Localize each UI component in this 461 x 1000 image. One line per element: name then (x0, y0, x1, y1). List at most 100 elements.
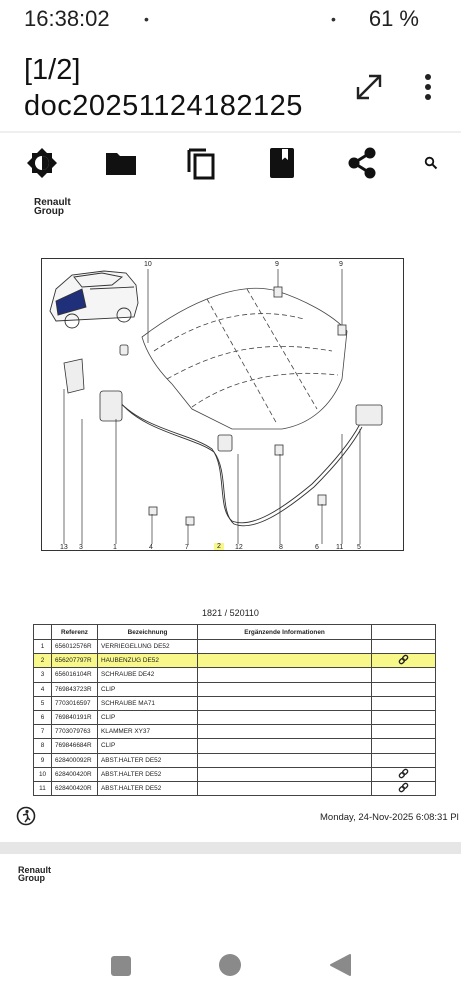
additional-info (197, 638, 372, 655)
accessibility-icon (16, 806, 36, 831)
additional-info (197, 780, 372, 797)
part-description: ABST.HALTER DE52 (97, 766, 198, 782)
share-button[interactable] (344, 145, 380, 181)
link-icon[interactable] (398, 654, 409, 667)
search-icon (424, 156, 438, 170)
part-description: CLIP (97, 738, 198, 754)
callout-label: 12 (235, 544, 243, 551)
link-icon[interactable] (398, 782, 409, 795)
brightness-button[interactable] (24, 145, 60, 181)
page-indicator: [1/2] (24, 54, 81, 86)
column-header: Referenz (51, 624, 98, 640)
link-cell (371, 638, 436, 655)
additional-info (197, 709, 372, 726)
divider (0, 131, 461, 133)
part-reference: 628400420R (51, 766, 98, 782)
page-separator (0, 842, 461, 854)
part-reference: 656012576R (51, 638, 98, 655)
callout-label: 9 (339, 261, 343, 268)
callout-label: 1 (113, 544, 117, 551)
part-description: KLAMMER XY37 (97, 724, 198, 740)
part-reference: 628400420R (51, 780, 98, 797)
home-button[interactable] (218, 953, 242, 982)
column-header (33, 624, 52, 640)
callout-label: 7 (185, 544, 189, 551)
file-name: doc20251124182125 (24, 90, 303, 122)
additional-info (197, 752, 372, 768)
search-button[interactable] (416, 145, 446, 181)
battery-level: 61 % (368, 6, 419, 31)
row-number: 2 (33, 653, 52, 669)
link-cell (371, 695, 436, 711)
additional-info (197, 695, 372, 711)
part-description: CLIP (97, 709, 198, 726)
copy-button[interactable] (183, 145, 219, 181)
bookmark-button[interactable] (264, 145, 300, 181)
callout-label: 8 (279, 544, 283, 551)
part-reference: 769840191R (51, 709, 98, 726)
row-number: 1 (33, 638, 52, 655)
parts-table: Referenz Bezeichnung Ergänzende Informat… (33, 624, 436, 797)
additional-info (197, 667, 372, 683)
more-options-button[interactable] (415, 70, 441, 104)
document-title: [1/2] doc20251124182125 (0, 50, 461, 130)
additional-info (197, 653, 372, 669)
callout-label: 13 (60, 544, 68, 551)
open-folder-button[interactable] (103, 145, 139, 181)
back-triangle-icon (330, 954, 351, 976)
folder-icon (106, 153, 136, 175)
fullscreen-button[interactable] (354, 72, 384, 102)
recents-button[interactable] (110, 955, 132, 982)
link-cell (371, 724, 436, 740)
part-description: CLIP (97, 681, 198, 697)
callout-label: 10 (144, 261, 152, 268)
brightness-icon (27, 148, 57, 178)
back-button[interactable] (328, 953, 352, 982)
expand-icon (356, 74, 382, 100)
hood-cable-illustration (49, 269, 383, 544)
additional-info (197, 766, 372, 782)
row-number: 3 (33, 667, 52, 683)
column-header: Ergänzende Informationen (197, 624, 372, 640)
parts-diagram (41, 258, 404, 551)
link-cell (371, 681, 436, 697)
part-description: ABST.HALTER DE52 (97, 780, 198, 797)
part-reference: 769843723R (51, 681, 98, 697)
row-number: 11 (33, 780, 52, 797)
row-number: 6 (33, 709, 52, 726)
part-description: ABST.HALTER DE52 (97, 752, 198, 768)
row-number: 8 (33, 738, 52, 754)
link-cell (371, 766, 436, 782)
link-icon[interactable] (398, 768, 409, 781)
row-number: 5 (33, 695, 52, 711)
renault-group-logo: Renault Group (18, 865, 52, 883)
part-reference: 7703079763 (51, 724, 98, 740)
callout-label: 6 (315, 544, 319, 551)
part-description: VERRIEGELUNG DE52 (97, 638, 198, 655)
link-cell (371, 709, 436, 726)
link-cell (371, 667, 436, 683)
plate-number: 1821 / 520110 (202, 608, 259, 618)
status-bar: 16:38:02 • • 61 % (0, 0, 461, 42)
share-icon (348, 147, 376, 179)
link-cell (371, 653, 436, 669)
link-cell (371, 780, 436, 797)
square-icon (111, 956, 131, 976)
renault-group-logo: Renault Group (34, 197, 71, 217)
link-cell (371, 752, 436, 768)
column-header: Bezeichnung (97, 624, 198, 640)
row-number: 7 (33, 724, 52, 740)
part-reference: 656016104R (51, 667, 98, 683)
part-reference: 769846684R (51, 738, 98, 754)
callout-label: 3 (79, 544, 83, 551)
circle-icon (219, 954, 241, 976)
callout-label: 5 (357, 544, 361, 551)
part-reference: 656207797R (51, 653, 98, 669)
